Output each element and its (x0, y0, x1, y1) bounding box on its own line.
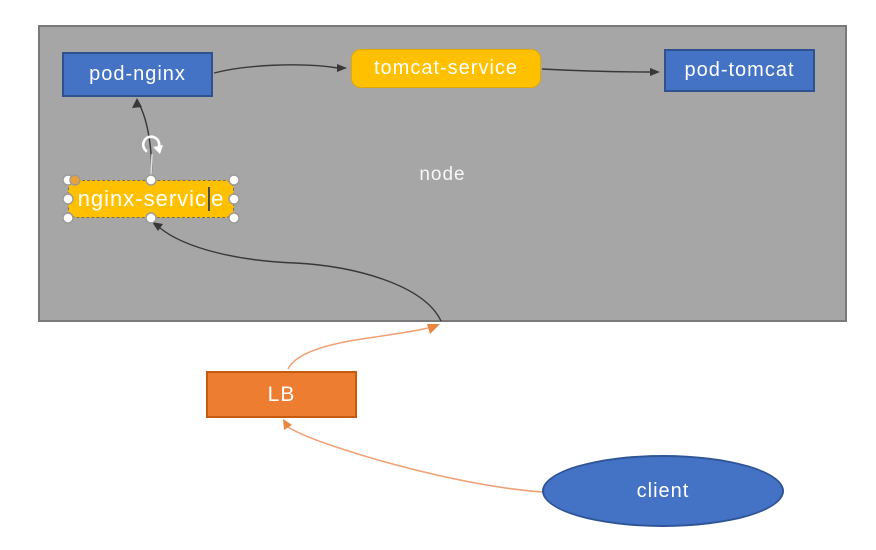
shape-pod-tomcat[interactable]: pod-tomcat (664, 49, 815, 92)
shape-nginx-service[interactable]: nginx-servic e (68, 180, 234, 218)
nginx-service-label-before-caret: nginx-servic (77, 186, 208, 211)
edge-client-to-lb[interactable] (283, 419, 543, 493)
shape-client[interactable]: client (542, 455, 784, 527)
client-label: client (636, 479, 690, 502)
lb-label: LB (267, 382, 296, 406)
edge-line[interactable] (287, 327, 429, 370)
arrowhead-icon (427, 324, 440, 334)
edge-line[interactable] (287, 426, 543, 493)
shape-lb[interactable]: LB (206, 371, 357, 418)
arrowhead-icon (283, 419, 292, 430)
tomcat-service-label: tomcat-service (373, 57, 519, 79)
pod-nginx-label: pod-nginx (89, 63, 186, 85)
shape-tomcat-service[interactable]: tomcat-service (351, 49, 541, 88)
node-label: node (419, 164, 466, 185)
nginx-service-label-after-caret: e (211, 186, 225, 211)
shape-pod-nginx[interactable]: pod-nginx (62, 52, 213, 97)
edge-lb-to-node-boundary[interactable] (287, 324, 440, 370)
pod-tomcat-label: pod-tomcat (684, 59, 795, 81)
text-caret (208, 187, 211, 211)
